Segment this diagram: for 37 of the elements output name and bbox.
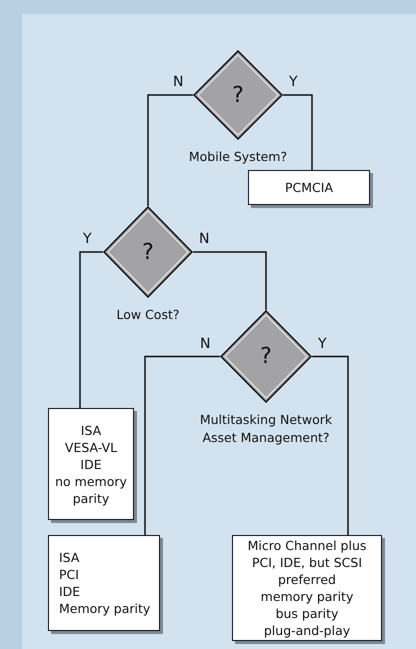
edge-label: Y bbox=[318, 336, 327, 350]
connector-line bbox=[193, 251, 267, 310]
decision-label: Multitasking Network Asset Management? bbox=[198, 411, 334, 447]
question-mark: ? bbox=[142, 238, 154, 266]
edge-label: N bbox=[173, 75, 184, 89]
decision-diamond bbox=[103, 206, 193, 298]
decision-diamond bbox=[193, 50, 283, 140]
box-text: Memory parity bbox=[59, 600, 150, 617]
box-text: bus parity bbox=[276, 605, 338, 622]
edge-label: Y bbox=[289, 75, 298, 89]
result-box bbox=[48, 408, 134, 520]
edge-label: Y bbox=[83, 232, 92, 246]
box-text: plug-and-play bbox=[264, 622, 350, 639]
edge-label: N bbox=[200, 336, 210, 350]
box-text: PCI bbox=[59, 566, 79, 583]
question-mark: ? bbox=[260, 343, 272, 371]
box-text: IDE bbox=[59, 583, 80, 600]
box-text: no memory parity bbox=[54, 472, 128, 506]
box-text: VESA-VL bbox=[64, 438, 118, 456]
box-text: ISA bbox=[80, 422, 102, 438]
box-text: ISA bbox=[59, 549, 80, 566]
result-box bbox=[48, 535, 160, 631]
edge-label: N bbox=[199, 232, 210, 246]
question-mark: ? bbox=[232, 82, 244, 110]
result-box bbox=[232, 535, 382, 641]
connector-line bbox=[144, 356, 220, 535]
connector-line bbox=[283, 94, 313, 170]
box-text: IDE bbox=[80, 456, 102, 472]
decision-diamond bbox=[220, 310, 312, 403]
box-text: PCMCIA bbox=[284, 179, 334, 196]
connector-line bbox=[312, 356, 349, 535]
connector-line bbox=[79, 251, 103, 408]
connector-line bbox=[147, 94, 193, 206]
decision-label: Low Cost? bbox=[115, 306, 180, 324]
result-box bbox=[248, 170, 370, 205]
box-text: memory parity bbox=[260, 588, 354, 605]
decision-label: Mobile System? bbox=[188, 148, 288, 166]
